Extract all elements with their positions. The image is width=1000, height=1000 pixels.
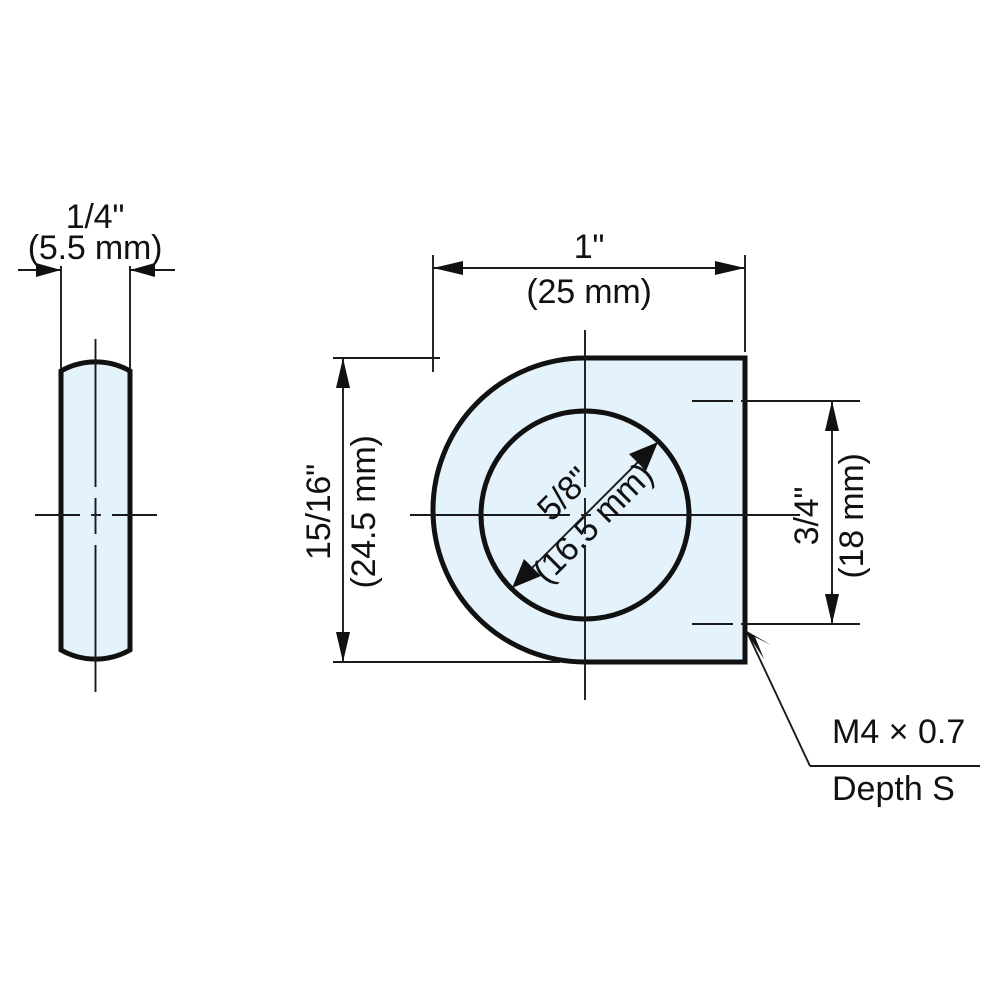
thread-note-arrowhead <box>745 630 771 659</box>
hole-spacing-metric-label: (18 mm) <box>833 453 871 578</box>
height-arrow-bottom <box>336 632 350 662</box>
width-metric-label: (25 mm) <box>526 273 651 311</box>
width-arrow-right <box>715 261 745 275</box>
side-view-body-outline <box>58 359 133 662</box>
bore-arrow-upper-right <box>629 442 658 471</box>
thickness-arrow-left <box>36 263 61 277</box>
front-view-body-outline <box>430 355 748 665</box>
height-imperial-label: 15/16" <box>300 464 338 560</box>
bore-dimension-line <box>511 441 659 589</box>
thickness-arrow-right <box>130 263 155 277</box>
hole-spacing-imperial-label: 3/4" <box>788 487 826 546</box>
width-arrow-left <box>433 261 463 275</box>
thread-note-label: M4 × 0.7 <box>832 713 965 751</box>
width-imperial-label: 1" <box>574 228 605 266</box>
depth-note-label: Depth S <box>832 770 955 808</box>
thickness-imperial-label: 1/4" <box>66 198 125 236</box>
front-view <box>333 255 980 767</box>
height-metric-label: (24.5 mm) <box>345 435 383 588</box>
bore-arrow-lower-left <box>512 559 541 588</box>
hole-spacing-arrow-top <box>825 401 839 431</box>
height-arrow-top <box>336 358 350 388</box>
thickness-metric-label: (5.5 mm) <box>28 229 162 267</box>
side-view <box>18 263 175 692</box>
thread-note-leader-line <box>747 633 811 767</box>
hole-spacing-arrow-bottom <box>825 594 839 624</box>
